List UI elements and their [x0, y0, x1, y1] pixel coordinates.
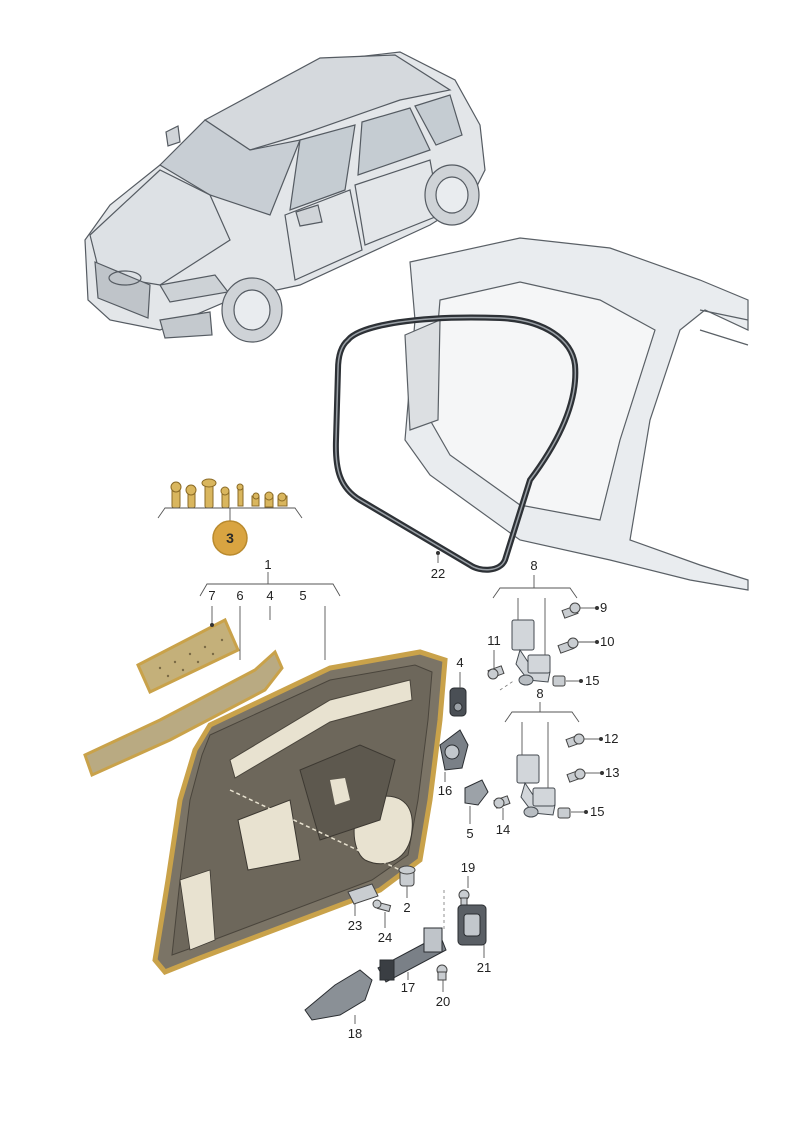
hinge-lower	[516, 754, 556, 818]
reinforcement-strip	[83, 649, 284, 778]
screw-19	[458, 889, 470, 911]
body-side-frame	[404, 237, 749, 591]
bolt-10	[557, 637, 579, 654]
door-check-cover	[304, 969, 373, 1021]
callout-23: 23	[348, 918, 362, 933]
callout-5-lock: 5	[466, 826, 473, 841]
callout-5-door: 5	[299, 588, 306, 603]
bracket-23	[347, 883, 379, 905]
lock-cover	[449, 687, 467, 717]
door-lock	[439, 729, 469, 771]
screw-20	[436, 964, 448, 981]
callout-20: 20	[436, 994, 450, 1009]
callout-4-door: 4	[266, 588, 273, 603]
insulation-pad	[136, 617, 240, 695]
callout-22: 22	[431, 566, 445, 581]
callout-14: 14	[496, 822, 510, 837]
callout-12: 12	[604, 731, 618, 746]
callout-13: 13	[605, 765, 619, 780]
callout-4-lock: 4	[456, 655, 463, 670]
bushing-15b	[557, 807, 571, 819]
striker-plate	[464, 779, 489, 806]
callout-10: 10	[600, 634, 614, 649]
bolt-12	[565, 733, 585, 748]
callout-21: 21	[477, 960, 491, 975]
bolt-11	[487, 665, 505, 680]
leader-lines	[199, 551, 604, 1024]
callout-15-upper: 15	[585, 673, 599, 688]
bushing-15a	[552, 675, 566, 687]
callout-7: 7	[208, 588, 215, 603]
callout-11: 11	[487, 633, 501, 648]
callout-9: 9	[600, 600, 607, 615]
callout-17: 17	[401, 980, 415, 995]
bolt-9	[561, 602, 581, 619]
car-illustration	[84, 51, 486, 343]
callout-24: 24	[378, 930, 392, 945]
set-badge	[212, 520, 248, 556]
callout-18: 18	[348, 1026, 362, 1041]
callout-labels: 1 7 6 4 5 22 8 9 10 11 15 4 8 12 13 15 1…	[208, 557, 619, 1041]
callout-15-lower: 15	[590, 804, 604, 819]
callout-1: 1	[264, 557, 271, 572]
callout-6: 6	[236, 588, 243, 603]
bolt-13	[566, 768, 586, 783]
hinge-upper	[511, 619, 551, 686]
door-check	[377, 927, 447, 983]
callout-19: 19	[461, 860, 475, 875]
small-parts-set	[170, 478, 288, 509]
grommet-2	[398, 865, 416, 887]
set-badge-label: 3	[226, 530, 234, 546]
callout-8-upper: 8	[530, 558, 537, 573]
insulation-pad-texture	[158, 638, 224, 678]
bolt-14	[493, 795, 511, 809]
callout-2: 2	[403, 900, 410, 915]
screw-24	[372, 899, 392, 913]
cover-21	[457, 904, 487, 946]
callout-8-lower: 8	[536, 686, 543, 701]
callout-16: 16	[438, 783, 452, 798]
